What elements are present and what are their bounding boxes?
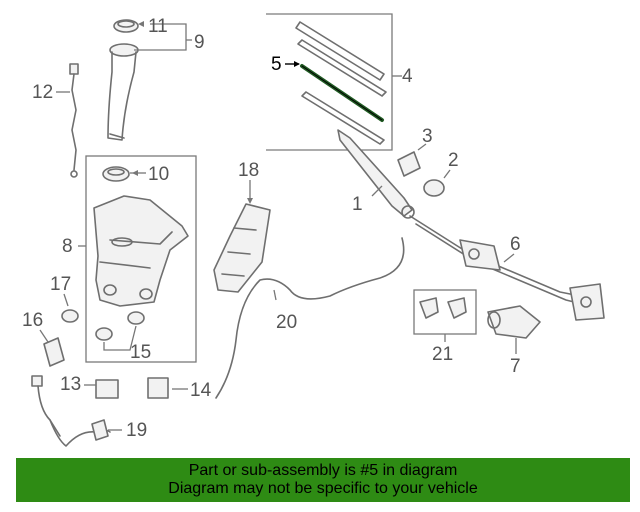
- callout-12: 12: [32, 82, 53, 103]
- nut-cap-2: [423, 169, 451, 197]
- callout-15: 15: [130, 342, 151, 363]
- filler-neck: [107, 43, 139, 141]
- wiper-arm: [337, 129, 415, 219]
- callout-3: 3: [422, 126, 433, 147]
- callout-13: 13: [60, 374, 81, 395]
- wiper-blade-assembly: [295, 21, 387, 145]
- callout-7: 7: [510, 356, 521, 377]
- callout-10: 10: [148, 164, 169, 185]
- wiper-blade-insert-highlighted: [300, 64, 384, 122]
- callout-5: 5: [271, 54, 282, 75]
- reservoir-seal: [102, 166, 146, 182]
- callout-16: 16: [22, 310, 43, 331]
- banner-line-1: Part or sub-assembly is #5 in diagram: [188, 462, 458, 479]
- callout-8: 8: [62, 236, 73, 257]
- filler-cap: [113, 19, 139, 33]
- washer-reservoir: [93, 195, 189, 307]
- callout-14: 14: [190, 380, 212, 401]
- connector-14: [147, 377, 188, 399]
- callout-21: 21: [432, 344, 453, 365]
- connector-13: [84, 379, 119, 399]
- parts-diagram: 1 2 3 4 5 6 7 8 9 10 11 12 13 14 15 16 1…: [22, 13, 605, 447]
- callout-6: 6: [510, 234, 521, 255]
- wiper-motor: [487, 305, 541, 354]
- callout-1: 1: [352, 194, 363, 215]
- wiper-blade-box: [266, 13, 402, 151]
- callout-11: 11: [148, 16, 168, 37]
- bracket-9: [134, 21, 192, 51]
- callout-19: 19: [126, 420, 147, 441]
- level-sensor: [56, 63, 79, 178]
- wiper-linkage: [409, 215, 605, 321]
- callout-4: 4: [402, 66, 413, 87]
- washer-hose-20: [215, 237, 405, 399]
- connector-19: [91, 419, 122, 441]
- callout-17: 17: [50, 274, 71, 295]
- notice-banner: Part or sub-assembly is #5 in diagram Di…: [16, 458, 630, 502]
- callout-20: 20: [276, 312, 297, 333]
- pivot-cap-3: [397, 143, 427, 177]
- callout-5-arrow: [285, 61, 300, 67]
- callout-9: 9: [194, 32, 205, 53]
- grommet-17: [61, 293, 79, 323]
- banner-line-2: Diagram may not be specific to your vehi…: [168, 480, 478, 497]
- callout-18: 18: [238, 160, 259, 181]
- cowl-shield-18: [213, 180, 271, 293]
- callouts: 1 2 3 4 5 6 7 8 9 10 11 12 13 14 15 16 1…: [22, 16, 521, 441]
- nozzles-box: [413, 289, 477, 342]
- grommets-15: [95, 311, 145, 351]
- washer-pump-16: [39, 329, 65, 367]
- callout-2: 2: [448, 150, 459, 171]
- reservoir-box: [78, 155, 197, 363]
